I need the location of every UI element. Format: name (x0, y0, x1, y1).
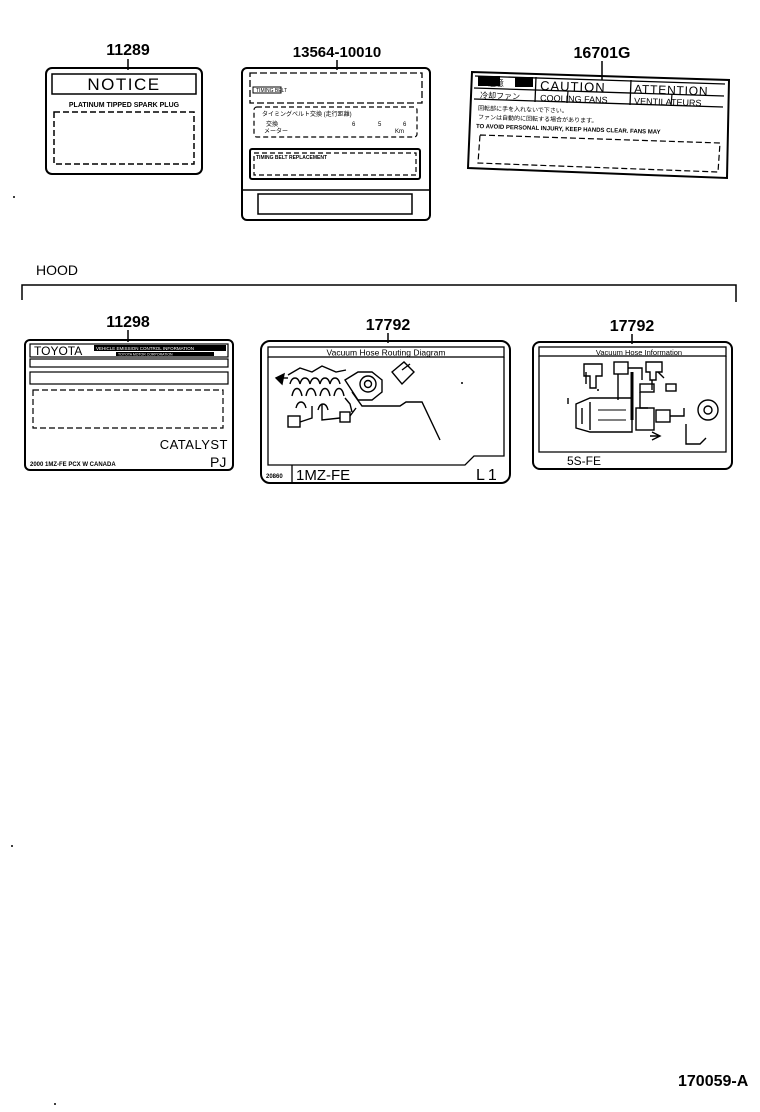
caution-heading-fr: ATTENTION (634, 82, 709, 98)
caution-line1: 回転部に手を入れないで下さい。 (478, 104, 568, 115)
catalyst-label: 11298 TOYOTA VEHICLE EMISSION CONTROL IN… (24, 314, 234, 471)
catalyst-sub-text: TOYOTA MOTOR CORPORATION (118, 353, 173, 357)
caution-row-jp: 冷却ファン (480, 90, 520, 101)
catalyst-label-frame (24, 339, 234, 471)
vacuum-5s-title: Vacuum Hose Information (596, 348, 682, 357)
vacuum-5s-diagram-area (538, 356, 727, 453)
scan-dot (13, 196, 15, 198)
timing-top-text: TIMING BELT (256, 88, 287, 94)
caution-label-frame (466, 70, 731, 180)
vacuum-1mz-frame (260, 340, 511, 484)
caution-col-line (566, 90, 569, 104)
timing-bottom-box (257, 193, 413, 215)
part-number-11289: 11289 (106, 42, 150, 59)
timing-label-frame (241, 67, 431, 221)
caution-row-line (473, 87, 725, 97)
timing-replacement-text: TIMING BELT REPLACEMENT (256, 155, 327, 161)
notice-label-frame (45, 67, 203, 175)
timing-line2d: 6 (403, 122, 407, 128)
part-number-13564-10010: 13564-10010 (293, 44, 381, 61)
notice-title: NOTICE (87, 75, 160, 94)
caution-heading-en: CAUTION (540, 78, 606, 95)
catalyst-row (29, 371, 229, 385)
caution-col-line (534, 76, 537, 103)
vacuum-1mz-label: 17792 Vacuum Hose Routing Diagram 20860 (260, 317, 511, 484)
catalyst-word: CATALYST (160, 437, 228, 452)
timing-line2b: 6 (352, 122, 356, 128)
catalyst-header-box (29, 343, 229, 358)
scan-dot (11, 845, 13, 847)
vacuum-1mz-engine: 1MZ-FE (296, 467, 350, 484)
timing-line2c: 5 (378, 122, 382, 128)
timing-belt-label: 13564-10010 TIMING BELT タイミングベルト交換 (走行距離… (241, 44, 431, 221)
notice-dashed-area (53, 111, 195, 165)
caution-row-en: COOLING FANS (540, 93, 608, 105)
catalyst-row (29, 358, 229, 368)
vacuum-1mz-title-box (267, 346, 505, 358)
vacuum-1mz-title: Vacuum Hose Routing Diagram (327, 348, 446, 358)
caution-warning-block (478, 76, 500, 86)
timing-top-dashed (249, 72, 423, 104)
caution-line2: ファンは自動的に回転する場合があります。 (478, 113, 598, 125)
scan-dot (54, 1103, 56, 1105)
timing-line1: タイミングベルト交換 (走行距離) (262, 110, 352, 118)
caution-warning-block (515, 77, 533, 87)
vacuum-1mz-code: 20860 (266, 474, 283, 480)
catalyst-sub-bar (116, 352, 214, 356)
vacuum-1mz-schematic (274, 361, 463, 441)
notice-label: 11289 NOTICE PLATINUM TIPPED SPARK PLUG (45, 42, 203, 175)
caution-dashed-area (477, 134, 721, 173)
caution-heading-jp: 注意 (488, 78, 504, 88)
part-number-17792-a: 17792 (366, 317, 411, 334)
caution-row-fr: VENTILATEURS (634, 96, 702, 108)
vacuum-1mz-suffix: L1 (476, 467, 500, 484)
timing-replacement-box (249, 148, 421, 180)
catalyst-footer: 2000 1MZ-FE PCX W CANADA (30, 462, 116, 468)
part-number-16701G: 16701G (574, 45, 631, 62)
catalyst-brand: TOYOTA (34, 344, 82, 358)
notice-title-box (51, 73, 197, 95)
vacuum-5s-label: 17792 Vacuum Hose Information (532, 318, 733, 470)
vacuum-1mz-diagram-area (267, 357, 505, 466)
catalyst-header-bar (94, 345, 226, 351)
part-number-17792-b: 17792 (610, 318, 655, 335)
hood-bracket (21, 284, 737, 302)
notice-text: PLATINUM TIPPED SPARK PLUG (69, 102, 180, 109)
part-number-11298: 11298 (106, 314, 150, 331)
vacuum-5s-engine: 5S-FE (567, 454, 601, 468)
caution-row-line (473, 98, 724, 108)
catalyst-dashed-area (32, 389, 224, 429)
caution-line3: TO AVOID PERSONAL INJURY, KEEP HANDS CLE… (476, 124, 661, 136)
hood-label: HOOD (36, 262, 78, 278)
caution-col-line (670, 93, 673, 107)
timing-replacement-dashed (253, 152, 417, 176)
caution-col-line (629, 79, 632, 106)
timing-line2a: 交換 (266, 120, 278, 128)
catalyst-header-text: VEHICLE EMISSION CONTROL INFORMATION (96, 346, 194, 351)
hood-group: HOOD (21, 262, 737, 302)
vacuum-5s-frame (532, 341, 733, 470)
figure-id: 170059-A (678, 1073, 749, 1090)
catalyst-code: PJ (210, 454, 226, 470)
timing-line3b: Km (395, 129, 404, 135)
timing-mid-dashed (253, 106, 418, 138)
vacuum-5s-schematic (567, 361, 719, 445)
timing-line3a: メーター (264, 127, 288, 135)
caution-label: 16701G 注意 CAUTION ATTENTION 冷却ファン COOLIN… (466, 45, 731, 180)
vacuum-5s-title-box (538, 346, 727, 357)
timing-small-box (252, 86, 282, 94)
